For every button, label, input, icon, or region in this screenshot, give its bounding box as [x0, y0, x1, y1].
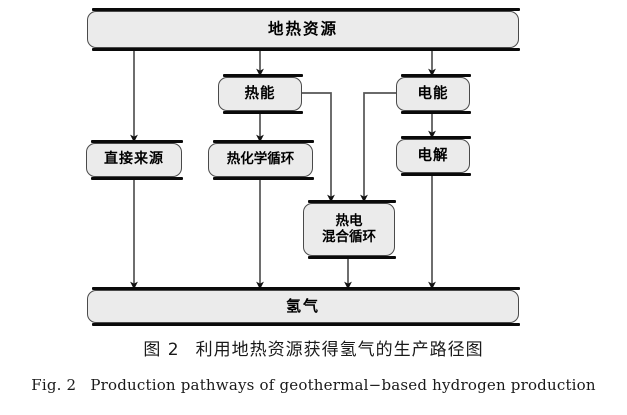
figure-caption-english: Fig. 2 Production pathways of geothermal−… [0, 376, 627, 394]
figure-number-english: Fig. 2 [31, 376, 77, 394]
node-hydrogen: 氢气 [87, 287, 520, 326]
node-electric-energy: 电能 [396, 74, 471, 114]
node-label: 热电 混合循环 [322, 213, 376, 245]
node-thermoelectric-hybrid-cycle: 热电 混合循环 [303, 200, 396, 259]
node-thermochemical-cycle: 热化学循环 [208, 140, 314, 180]
edge-thermal-energy-hybrid [302, 92, 335, 203]
figure-caption-chinese: 图 2 利用地热资源获得氢气的生产路径图 [0, 335, 627, 360]
node-thermal-energy: 热能 [218, 74, 303, 114]
figure-number-chinese: 图 2 [143, 340, 180, 360]
figure-caption-chinese-text: 利用地热资源获得氢气的生产路径图 [195, 340, 484, 360]
node-label: 电能 [417, 85, 449, 102]
edge-electric-energy-hybrid [360, 92, 396, 203]
node-label: 热化学循环 [226, 151, 295, 168]
node-direct-source: 直接来源 [86, 140, 183, 180]
node-label: 电解 [417, 147, 449, 164]
node-label: 地热资源 [267, 19, 338, 38]
figure-caption-english-text: Production pathways of geothermal−based … [90, 376, 596, 394]
node-label: 热能 [244, 85, 276, 102]
node-electrolysis: 电解 [396, 136, 471, 176]
node-label: 直接来源 [104, 151, 164, 168]
node-geothermal-resources: 地热资源 [87, 8, 520, 51]
node-label: 氢气 [285, 297, 320, 316]
